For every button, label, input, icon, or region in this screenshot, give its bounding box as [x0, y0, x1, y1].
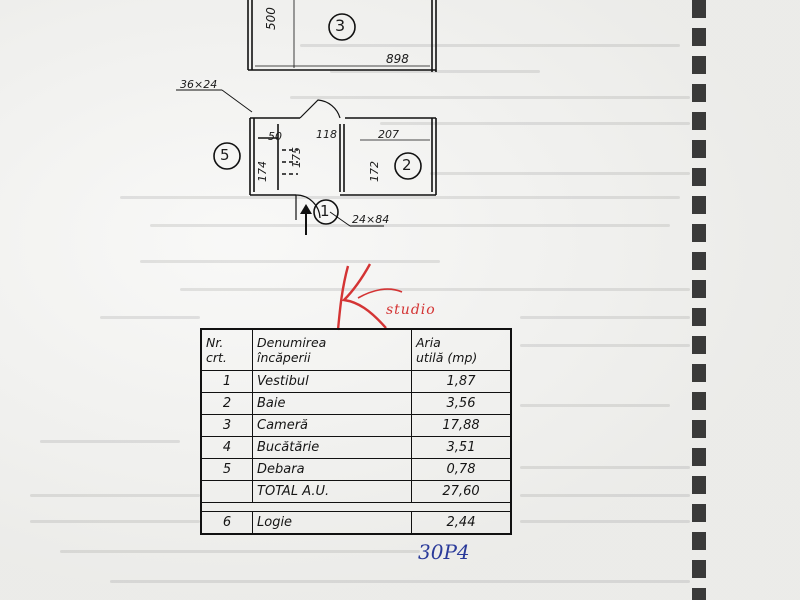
extra-name: Logie: [252, 511, 412, 535]
table-row: 5 Debara 0,78: [200, 458, 512, 481]
spacer-cell: [252, 502, 412, 512]
row-nr: 2: [200, 392, 253, 415]
faded-print-line: [520, 520, 690, 523]
header-nr-line1: Nr.: [206, 335, 224, 350]
dim-width: 898: [386, 52, 409, 66]
row-name: Baie: [252, 392, 412, 415]
spacer-cell: [411, 502, 511, 512]
row-area: 3,56: [411, 392, 512, 415]
extra-nr: 6: [200, 511, 253, 535]
room-label-2: 2: [402, 156, 412, 174]
faded-print-line: [520, 316, 690, 319]
row-nr: 3: [200, 414, 253, 437]
header-nr: Nr. crt.: [200, 328, 253, 371]
faded-print-line: [140, 260, 440, 263]
row-nr: 4: [200, 436, 253, 459]
dim-door: 24×84: [352, 213, 390, 226]
faded-print-line: [330, 70, 540, 73]
faded-print-line: [520, 344, 690, 347]
faded-print-line: [150, 224, 670, 227]
dim-top-vertical: 500: [264, 7, 278, 30]
dim-172: 172: [368, 161, 381, 182]
faded-print-line: [380, 122, 690, 125]
row-name: Cameră: [252, 414, 412, 437]
faded-print-line: [520, 494, 690, 497]
faded-print-line: [430, 172, 690, 175]
header-name-line2: încăperii: [257, 350, 311, 365]
header-area-line1: Aria: [416, 335, 441, 350]
table-row: 2 Baie 3,56: [200, 392, 512, 415]
dim-118: 118: [316, 128, 337, 141]
table-total-row: TOTAL A.U. 27,60: [200, 480, 512, 503]
extra-area: 2,44: [411, 511, 512, 535]
studio-logo: [336, 263, 403, 331]
table-header-row: Nr. crt. Denumirea încăperii Aria utilă …: [200, 328, 512, 371]
header-name: Denumirea încăperii: [252, 328, 412, 371]
faded-print-line: [60, 550, 420, 553]
row-area: 17,88: [411, 414, 512, 437]
faded-print-line: [100, 316, 200, 319]
studio-logo-text: studio: [386, 302, 436, 318]
faded-print-line: [290, 96, 690, 99]
faded-print-line: [520, 466, 690, 469]
row-name: Debara: [252, 458, 412, 481]
rooms-table: Nr. crt. Denumirea încăperii Aria utilă …: [200, 328, 512, 535]
row-nr: 5: [200, 458, 253, 481]
header-area: Aria utilă (mp): [411, 328, 512, 371]
header-area-line2: utilă (mp): [416, 350, 478, 365]
row-area: 0,78: [411, 458, 512, 481]
room-label-1: 1: [320, 202, 330, 220]
header-name-line1: Denumirea: [257, 335, 327, 350]
faded-print-line: [180, 288, 690, 291]
handwritten-stamp: 30P4: [418, 540, 470, 564]
row-name: Vestibul: [252, 370, 412, 393]
faded-print-line: [30, 494, 200, 497]
dim-175: 175: [290, 147, 303, 168]
total-nr: [200, 480, 253, 503]
row-area: 3,51: [411, 436, 512, 459]
total-area: 27,60: [411, 480, 512, 503]
row-name: Bucătărie: [252, 436, 412, 459]
table-spacer-row: [201, 502, 511, 512]
total-name: TOTAL A.U.: [252, 480, 412, 503]
dim-174: 174: [256, 161, 269, 182]
dim-50: 50: [268, 130, 282, 143]
dim-window: 36×24: [180, 78, 218, 91]
faded-print-line: [120, 196, 680, 199]
dashed-border: [692, 0, 706, 600]
table-row: 3 Cameră 17,88: [200, 414, 512, 437]
spacer-cell: [201, 502, 253, 512]
faded-print-line: [110, 580, 690, 583]
table-row: 4 Bucătărie 3,51: [200, 436, 512, 459]
header-nr-line2: crt.: [206, 350, 227, 365]
room-label-3: 3: [335, 16, 346, 35]
dim-207: 207: [378, 128, 399, 141]
entrance-arrow-icon: [300, 204, 312, 214]
table-row: 1 Vestibul 1,87: [200, 370, 512, 393]
row-area: 1,87: [411, 370, 512, 393]
table-extra-row: 6 Logie 2,44: [200, 511, 512, 535]
faded-print-line: [40, 440, 180, 443]
faded-print-line: [300, 44, 680, 47]
room-label-5: 5: [220, 146, 230, 164]
faded-print-line: [30, 520, 200, 523]
faded-print-line: [520, 404, 670, 407]
row-nr: 1: [200, 370, 253, 393]
